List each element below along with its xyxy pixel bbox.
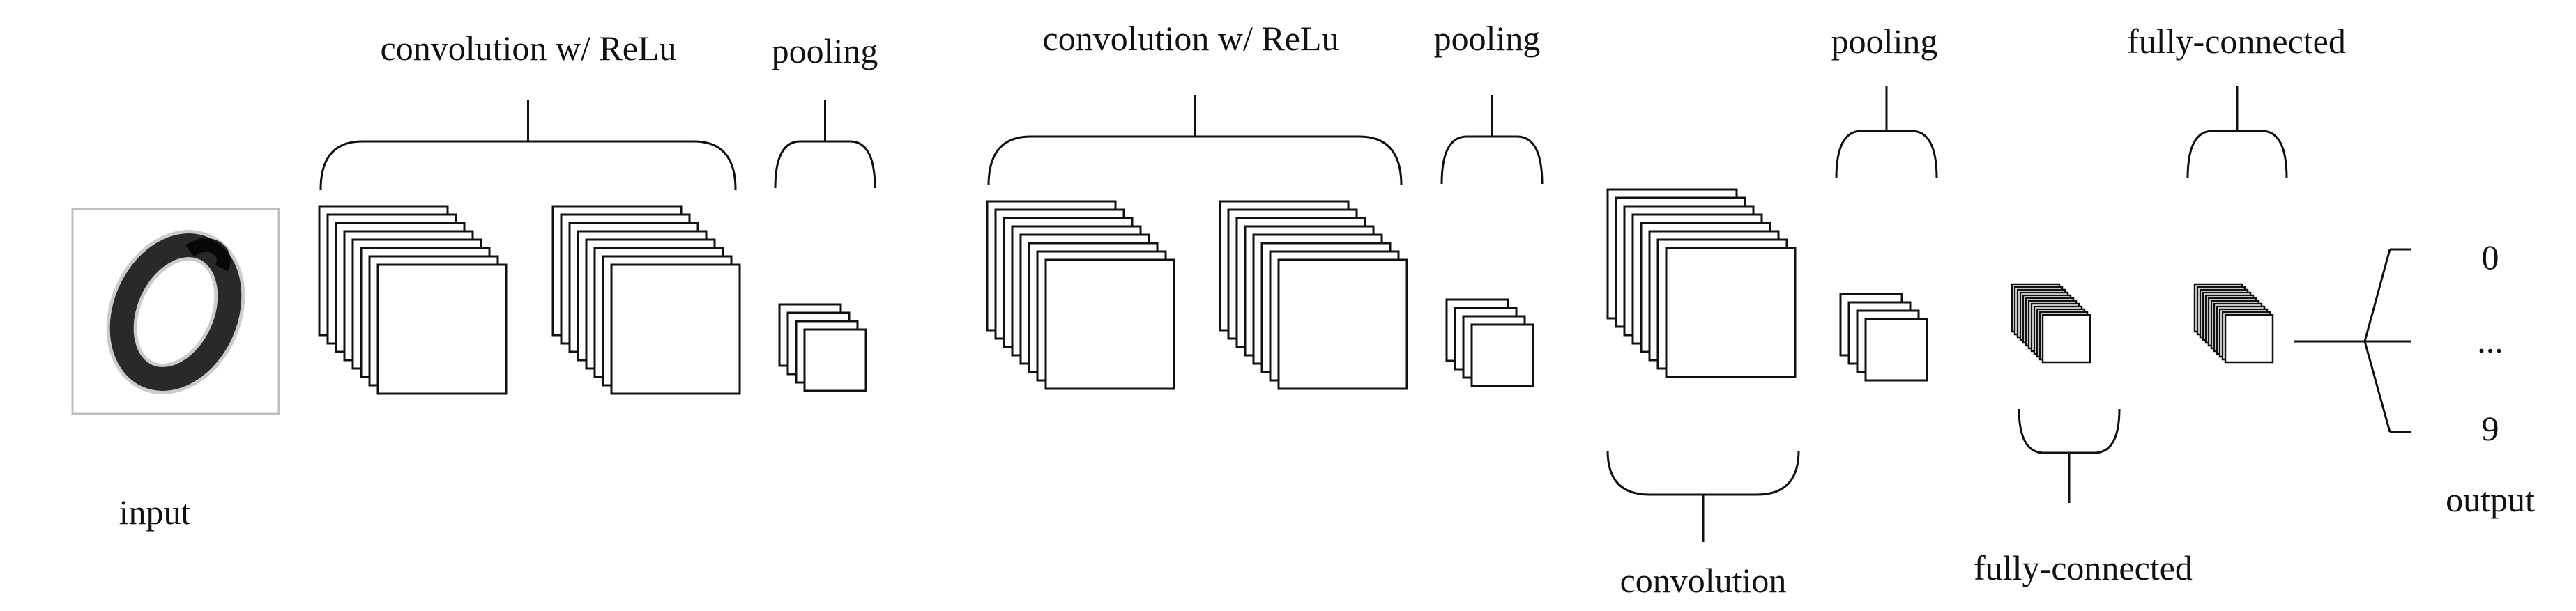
output-class-9-label: 9	[2481, 409, 2499, 448]
conv2a-stack	[986, 200, 1175, 390]
fc1-stack	[2011, 283, 2091, 364]
feature-map	[1864, 318, 1928, 382]
output-ellipsis-label: ...	[2477, 321, 2503, 360]
digit-zero-icon	[106, 230, 245, 394]
conv1-bracket	[319, 100, 737, 190]
conv2-label: convolution w/ ReLu	[1042, 19, 1339, 58]
fc2-bracket	[2186, 86, 2288, 179]
fc1-label: fully-connected	[1974, 548, 2193, 587]
feature-map	[1665, 247, 1797, 378]
feature-map	[1470, 323, 1534, 387]
conv3-label: convolution	[1619, 561, 1787, 600]
pool1-label: pooling	[771, 31, 878, 70]
conv2-bracket	[987, 95, 1403, 186]
input-image	[71, 208, 280, 415]
conv1a-stack	[318, 205, 508, 395]
feature-map	[376, 263, 508, 395]
pool2-label: pooling	[1433, 19, 1541, 58]
conv3-stack	[1606, 188, 1797, 378]
feature-map	[803, 328, 867, 392]
pool1-stack	[778, 303, 867, 392]
output-class-0-label: 0	[2481, 238, 2499, 277]
pool2-stack	[1445, 298, 1534, 387]
conv1b-stack	[551, 205, 741, 395]
pool3-stack	[1839, 293, 1928, 382]
feature-map	[2224, 314, 2274, 364]
fc1-bracket	[2018, 408, 2121, 503]
feature-map-stacks	[318, 188, 2274, 395]
conv2b-stack	[1219, 200, 1408, 390]
pool3-bracket	[1835, 86, 1938, 179]
fc2-stack	[2193, 283, 2274, 364]
pool3-label: pooling	[1831, 22, 1938, 61]
fc2-label: fully-connected	[2127, 22, 2346, 61]
pool1-bracket	[774, 100, 876, 189]
feature-map	[1044, 258, 1175, 390]
conv1-label: convolution w/ ReLu	[380, 29, 677, 68]
output-label: output	[2446, 480, 2535, 519]
feature-map	[610, 263, 741, 395]
output-connections	[2294, 248, 2411, 433]
layer-brackets	[319, 86, 2288, 542]
pool2-bracket	[1440, 95, 1544, 185]
conv3-bracket	[1606, 450, 1800, 542]
feature-map	[1277, 258, 1408, 390]
feature-map	[2041, 314, 2091, 364]
input-label: input	[119, 493, 191, 532]
